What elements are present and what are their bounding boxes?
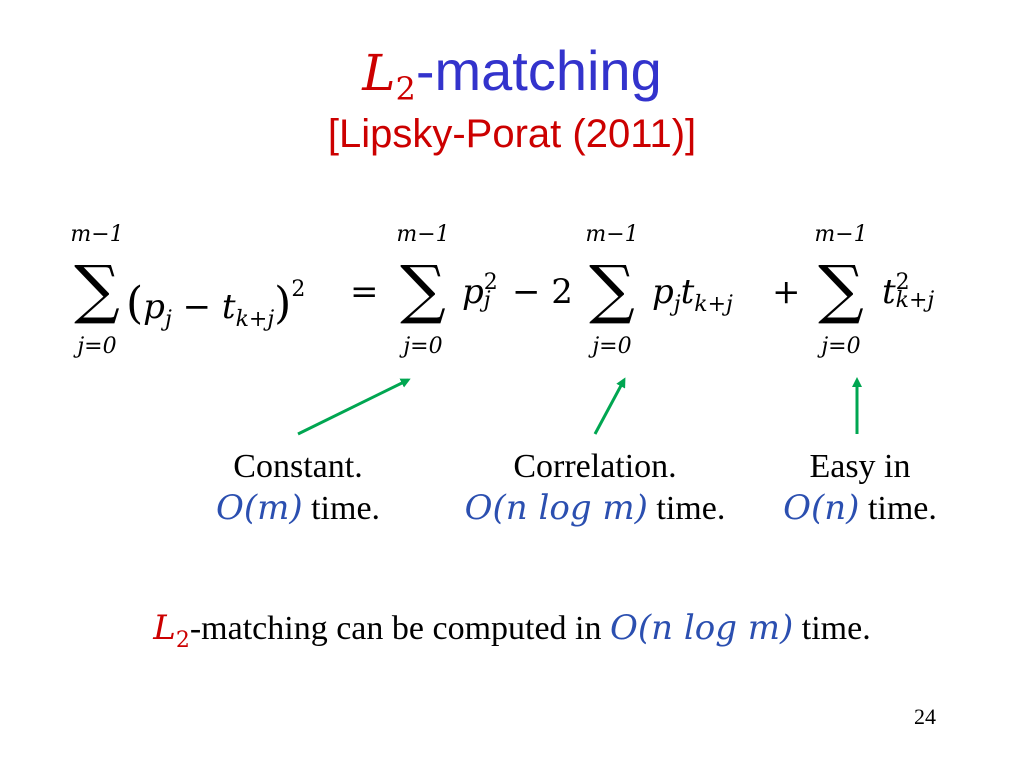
- slide-title: L2-matching: [0, 38, 1024, 108]
- page-number: 24: [914, 704, 936, 729]
- sum2-lower: j=0: [403, 334, 443, 359]
- sum1-upper: m−1: [70, 222, 124, 247]
- sum1-lower: j=0: [77, 334, 117, 359]
- summation-icon: ∑: [74, 253, 120, 327]
- minus-two: − 2: [512, 272, 573, 312]
- title-symbol: L2: [362, 44, 416, 108]
- equation-lhs: (pj − tk+j)2: [126, 277, 306, 332]
- title-suffix: -matching: [415, 39, 662, 102]
- term-correlation: pjtk+j: [652, 272, 733, 317]
- sum2-upper: m−1: [396, 222, 450, 247]
- summation-icon: ∑: [589, 253, 635, 327]
- sum3-lower: j=0: [592, 334, 632, 359]
- conclusion-symbol: L2: [153, 608, 190, 653]
- sum4-lower: j=0: [821, 334, 861, 359]
- equals-sign: =: [350, 272, 379, 312]
- summation-icon: ∑: [818, 253, 864, 327]
- summation-icon: ∑: [400, 253, 446, 327]
- sum4-upper: m−1: [814, 222, 868, 247]
- arrow-to-sum3: [593, 377, 626, 435]
- conclusion: L2-matching can be computed in O(n log m…: [153, 608, 871, 653]
- sum3-upper: m−1: [585, 222, 639, 247]
- arrow-to-sum2: [297, 378, 411, 436]
- caption-easy: Easy in O(n) time.: [783, 448, 937, 528]
- citation: [Lipsky-Porat (2011)]: [327, 112, 697, 156]
- plus-sign: +: [772, 272, 801, 312]
- caption-correlation: Correlation. O(n log m) time.: [464, 448, 726, 528]
- caption-constant: Constant. O(m) time.: [215, 448, 381, 528]
